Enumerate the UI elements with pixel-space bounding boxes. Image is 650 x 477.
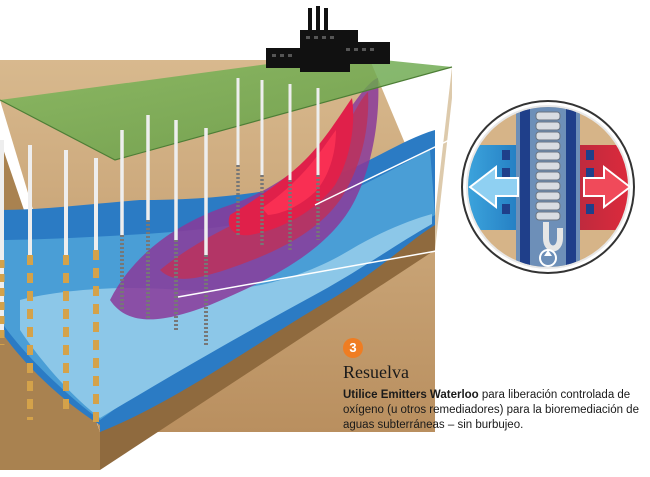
step-number-badge: 3 xyxy=(343,338,363,358)
contaminant-plume xyxy=(110,78,379,320)
step-description-bold: Utilice Emitters Waterloo xyxy=(343,389,479,401)
step-description: Utilice Emitters Waterloo para liberació… xyxy=(343,388,643,433)
step-title: Resuelva xyxy=(343,362,409,382)
step-description-rest: para liberación controlada de oxígeno (u… xyxy=(343,389,639,431)
ground-surface xyxy=(0,55,452,160)
step-caption: 3 Resuelva Utilice Emitters Waterloo par… xyxy=(343,338,643,433)
emitter-coil xyxy=(535,111,561,221)
callout-lines xyxy=(177,129,471,298)
arrow-right-icon xyxy=(583,164,632,210)
emitter-wells xyxy=(0,78,320,430)
factory-icon xyxy=(266,6,390,72)
arrow-left-icon xyxy=(468,164,519,210)
magnifier-inset-icon xyxy=(461,100,635,274)
